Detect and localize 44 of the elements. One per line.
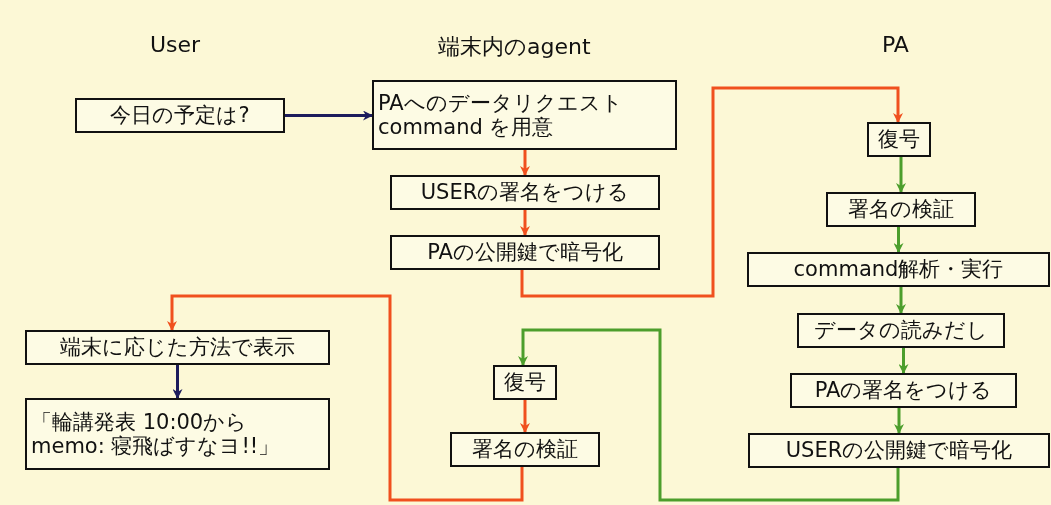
arrow <box>520 400 530 433</box>
process-box <box>493 365 557 400</box>
step-text: 署名の検証 <box>848 197 954 222</box>
process-box <box>390 235 660 270</box>
arrow <box>893 227 904 253</box>
process-box <box>390 175 660 210</box>
process-box <box>25 398 330 470</box>
step-text: 復号 <box>878 127 920 152</box>
step-text: command解析・実行 <box>793 257 1004 282</box>
step-text: PAへのデータリクエスト command を用意 <box>378 90 624 140</box>
arrow <box>172 365 183 399</box>
step-text: 署名の検証 <box>472 437 578 462</box>
step-text: 端末に応じた方法で表示 <box>60 335 295 360</box>
arrow <box>898 348 909 374</box>
column-heading: PA <box>882 32 909 57</box>
column-heading: User <box>150 32 201 57</box>
process-box <box>747 252 1050 287</box>
arrow <box>520 210 530 236</box>
process-box <box>25 330 330 365</box>
step-text: PAの署名をつける <box>814 378 993 403</box>
step-text: USERの署名をつける <box>420 180 630 205</box>
arrow <box>285 110 373 121</box>
arrow <box>896 157 906 193</box>
process-box <box>790 373 1017 408</box>
process-box <box>748 433 1050 468</box>
arrow <box>896 287 906 314</box>
column-heading: 端末内のagent <box>438 33 591 61</box>
arrow <box>520 150 530 176</box>
process-box <box>372 80 677 150</box>
arrow <box>167 294 524 502</box>
step-text: 復号 <box>504 370 546 395</box>
arrow <box>894 408 904 434</box>
step-text: PAの公開鍵で暗号化 <box>427 240 623 265</box>
step-text: 今日の予定は? <box>110 103 250 128</box>
process-box <box>75 98 285 133</box>
process-box <box>450 432 600 467</box>
step-text: USERの公開鍵で暗号化 <box>785 438 1013 463</box>
process-box <box>797 313 1005 348</box>
process-box <box>867 122 931 157</box>
process-box <box>826 192 976 227</box>
step-text: 「輪講発表 10:00から memo: 寝飛ばすなヨ!!」 <box>31 409 281 459</box>
arrow <box>520 86 903 298</box>
step-text: データの読みだし <box>814 318 988 343</box>
arrow <box>518 328 900 502</box>
